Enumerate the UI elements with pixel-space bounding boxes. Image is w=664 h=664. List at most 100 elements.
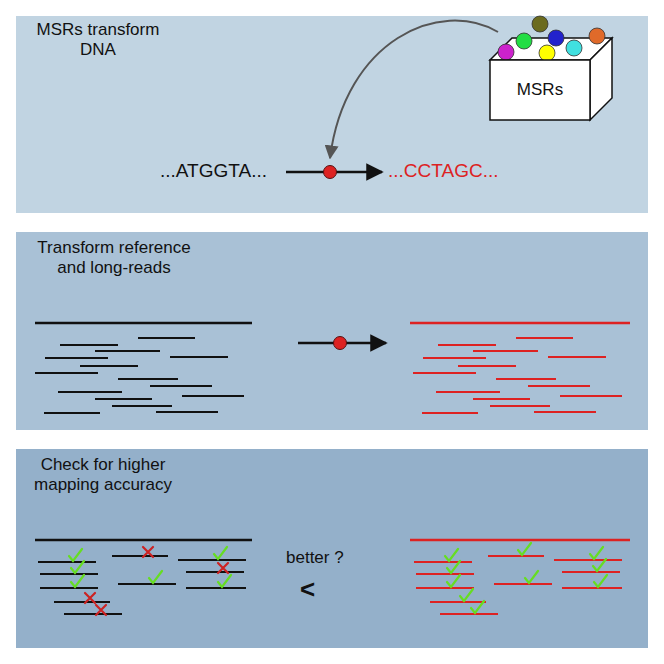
read-line — [178, 559, 246, 561]
read-line — [528, 385, 590, 387]
pick-arrow — [330, 21, 498, 158]
read-line — [40, 587, 98, 589]
check-mark — [149, 571, 162, 583]
read-line — [186, 587, 246, 589]
read-line — [413, 372, 476, 374]
read-line — [64, 613, 122, 615]
check-mark — [214, 547, 227, 559]
box-side — [590, 38, 612, 120]
read-line — [436, 391, 500, 393]
check-mark — [69, 549, 82, 561]
check-mark — [447, 561, 460, 573]
step-panel: Transform reference and long-reads — [16, 232, 648, 430]
box-label: MSRs — [490, 60, 590, 120]
msr-ball — [566, 40, 582, 56]
box-front — [490, 60, 590, 120]
read-line — [60, 344, 118, 346]
cross-mark — [96, 605, 106, 615]
read-line — [95, 398, 152, 400]
panel-heading: Check for higher mapping accuracy — [28, 455, 178, 496]
msr-ball — [589, 28, 605, 44]
read-line — [473, 398, 530, 400]
dna-sequence: ...CCTAGC... — [388, 160, 498, 182]
read-line — [35, 372, 98, 374]
check-mark — [447, 575, 460, 587]
read-line — [423, 357, 486, 359]
read-line — [38, 561, 96, 563]
check-mark — [471, 601, 484, 613]
comparison-sign: < — [300, 574, 315, 605]
mark-group — [69, 543, 607, 615]
reference-line — [35, 539, 252, 542]
read-line — [490, 405, 550, 407]
cross-mark — [218, 563, 228, 573]
cross-mark — [85, 593, 95, 603]
dna-sequence: ...ATGGTA... — [160, 160, 267, 182]
read-line — [416, 587, 474, 589]
read-line — [40, 573, 98, 575]
check-mark — [594, 575, 607, 587]
check-mark — [590, 547, 603, 559]
read-line — [44, 412, 100, 414]
check-mark — [460, 589, 473, 601]
read-line — [80, 365, 138, 367]
read-line — [562, 571, 620, 573]
read-line — [516, 337, 573, 339]
read-line — [170, 356, 228, 358]
read-line — [112, 405, 172, 407]
check-mark — [71, 575, 84, 587]
read-line — [118, 378, 178, 380]
msr-ball — [548, 30, 564, 46]
read-line — [534, 411, 596, 413]
read-line — [422, 412, 478, 414]
msr-ball — [539, 45, 555, 61]
read-line — [560, 395, 622, 397]
check-mark — [525, 571, 538, 583]
read-line — [54, 601, 110, 603]
check-mark — [445, 549, 458, 561]
reference-line — [410, 322, 630, 325]
read-line — [488, 555, 544, 557]
read-line — [118, 583, 176, 585]
read-group — [35, 338, 622, 614]
check-mark — [518, 543, 531, 555]
read-line — [112, 555, 168, 557]
read-line — [440, 613, 498, 615]
cross-mark — [143, 547, 153, 557]
check-mark — [593, 559, 606, 571]
reference-line — [410, 539, 630, 542]
read-line — [554, 559, 622, 561]
msr-dot — [334, 337, 347, 350]
step-panel: MSRs transform DNA MSRs — [16, 16, 648, 213]
panel-heading: MSRs transform DNA — [28, 20, 168, 61]
read-line — [494, 583, 552, 585]
read-line — [496, 378, 556, 380]
msr-ball — [498, 44, 514, 60]
reference-line — [35, 322, 252, 325]
read-line — [58, 391, 122, 393]
msr-ball — [516, 33, 532, 49]
check-mark — [218, 575, 231, 587]
read-line — [438, 344, 496, 346]
read-line — [458, 365, 516, 367]
read-line — [430, 601, 486, 603]
read-line — [548, 356, 606, 358]
read-line — [150, 385, 212, 387]
read-line — [45, 357, 108, 359]
read-line — [156, 411, 218, 413]
read-line — [138, 337, 195, 339]
read-line — [562, 587, 622, 589]
msr-dot — [324, 166, 337, 179]
msr-box: MSRs — [490, 60, 590, 120]
check-mark — [71, 561, 84, 573]
read-line — [186, 571, 244, 573]
comparison-note: better ? — [286, 548, 344, 568]
read-line — [182, 395, 244, 397]
panel-heading: Transform reference and long-reads — [28, 238, 200, 279]
read-line — [416, 573, 474, 575]
read-line — [473, 350, 538, 352]
read-line — [95, 350, 160, 352]
read-line — [414, 561, 472, 563]
